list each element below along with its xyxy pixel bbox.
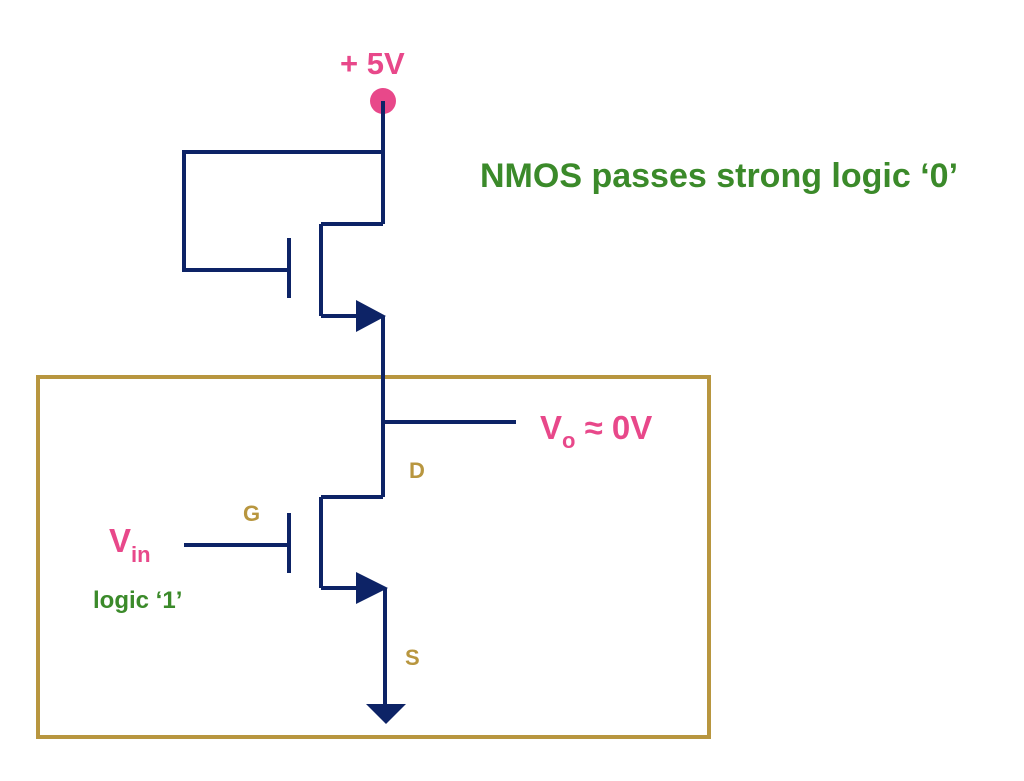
input-voltage-symbol: V [109,522,131,559]
source-label: S [405,645,420,670]
lower-source-arrow-icon [356,572,388,604]
output-voltage-value: ≈ 0V [575,409,652,446]
highlight-box [36,375,711,739]
output-voltage-symbol: V [540,409,562,446]
ground-arrow-icon [366,704,406,724]
gate-label: G [243,501,260,526]
input-logic-label: logic ‘1’ [93,587,182,614]
drain-label: D [409,458,425,483]
caption-title: NMOS passes strong logic ‘0’ [480,157,958,195]
output-voltage-label: Vo ≈ 0V [540,409,652,453]
input-voltage-subscript: in [131,542,151,567]
upper-source-arrow-icon [356,300,386,332]
lower-nmos-transistor [184,495,387,708]
upper-nmos-transistor [182,101,385,497]
output-voltage-subscript: o [562,428,575,453]
input-voltage-label: Vin [109,522,151,567]
supply-voltage-label: + 5V [340,46,405,81]
